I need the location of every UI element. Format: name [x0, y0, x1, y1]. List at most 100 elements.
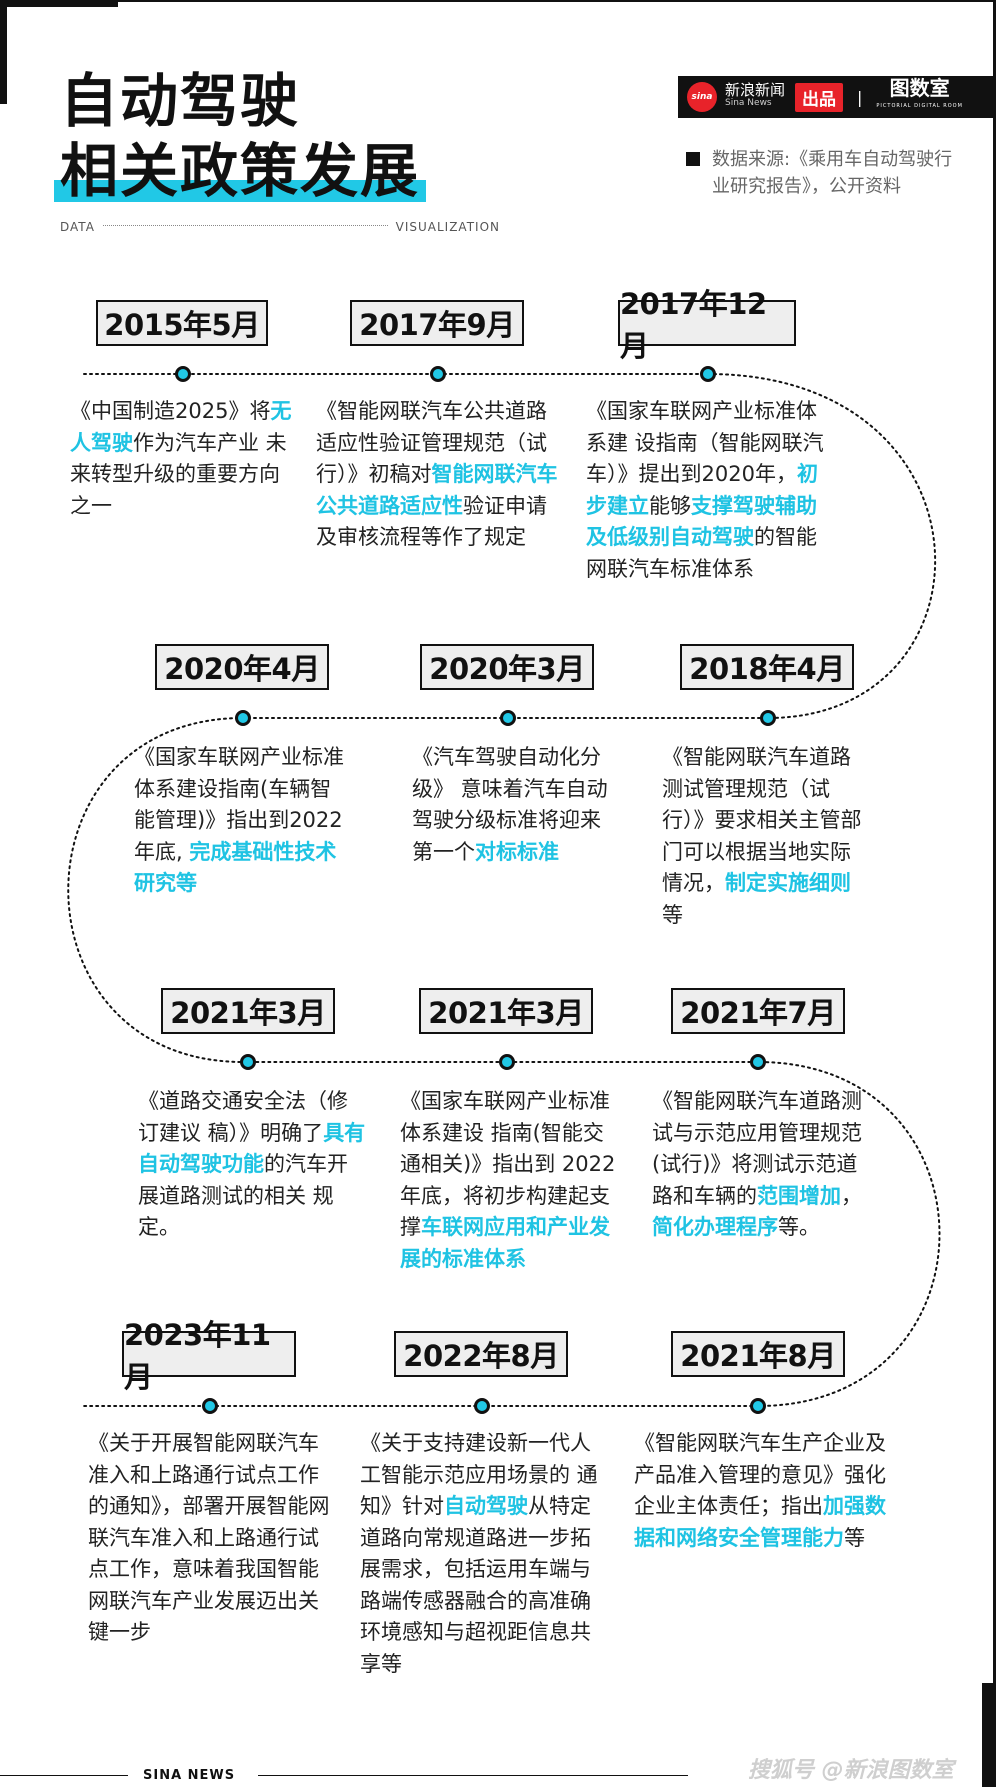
event-description: 《关于开展智能网联汽车准入和上路通行试点工作的通知》，部署开展智能网联汽车准入和…: [88, 1428, 338, 1649]
brand-name-cn: 新浪新闻: [725, 81, 786, 99]
event-text: 《国家车联网产业标准体系建设指南(车辆智能管理)》指出到2022年底,: [134, 745, 344, 864]
event-text: 作为汽车产业 未来转型升级的重要方向之一: [70, 430, 287, 518]
event-date: 2023年11月: [122, 1318, 296, 1394]
event-description: 《汽车驾驶自动化分级》 意味着汽车自动驾驶分级标准将迎来第一个对标标准: [412, 742, 612, 868]
event-description: 《关于支持建设新一代人工智能示范应用场景的 通知》针对自动驾驶从特定道路向常规道…: [360, 1428, 610, 1680]
event-description: 《道路交通安全法（修订建议 稿）》明确了具有自动驾驶功能的汽车开展道路测试的相关…: [138, 1086, 368, 1244]
event-date: 2017年9月: [350, 300, 524, 346]
footer-brand: SINA NEWS: [143, 1768, 236, 1783]
timeline-node: [760, 710, 776, 726]
event-text: 《关于开展智能网联汽车准入和上路通行试点工作的通知》，部署开展智能网联汽车准入和…: [88, 1431, 330, 1644]
highlight-text: 对标标准: [475, 839, 559, 864]
highlight-text: 支撑驾驶辅助及低级别自动驾驶: [586, 493, 817, 550]
highlight-text: 范围增加: [757, 1183, 841, 1208]
highlight-text: 自动驾驶: [444, 1494, 528, 1518]
highlight-text: 制定实施细则: [725, 871, 851, 895]
event-text: 验证申请及审核流程等作了规定: [316, 493, 547, 550]
event-description: 《智能网联汽车道路测试与示范应用管理规范(试行)》将测试示范道路和车辆的范围增加…: [652, 1086, 867, 1244]
frame-top-line: [0, 0, 996, 2]
highlight-text: 加强数据和网络安全管理能力: [634, 1494, 886, 1550]
event-text: 的汽车开展道路测试的相关 规定。: [138, 1152, 348, 1239]
event-text: 等。: [778, 1215, 820, 1239]
timeline-node: [235, 710, 251, 726]
event-text: 《关于支持建设新一代人工智能示范应用场景的 通知》针对: [360, 1431, 598, 1518]
dv-left-label: DATA: [60, 220, 95, 234]
event-text: 能够: [649, 493, 691, 518]
highlight-text: 无人驾驶: [70, 399, 292, 455]
highlight-text: 简化办理程序: [652, 1215, 778, 1239]
dv-dotted-line: [102, 224, 388, 226]
frame-left-bar: [0, 0, 7, 104]
title-line-2: 相关政策发展: [53, 137, 427, 205]
timeline-node: [700, 366, 716, 382]
event-text: 的智能网联汽车标准体系: [586, 525, 817, 581]
timeline-node: [750, 1054, 766, 1070]
highlight-text: 车联网应用和产业发展的标准体系: [400, 1215, 610, 1271]
event-date: 2020年4月: [155, 644, 329, 690]
highlight-text: 具有自动驾驶功能: [138, 1120, 366, 1177]
event-text: ，: [841, 1183, 862, 1208]
lab-logo: 图数室 PICTORIAL DIGITAL ROOM: [876, 76, 963, 115]
frame-corner: [0, 0, 118, 7]
event-date: 2017年12月: [618, 287, 796, 363]
timeline-node: [202, 1398, 218, 1414]
lab-logo-sub: PICTORIAL DIGITAL ROOM: [876, 103, 963, 109]
event-date: 2021年8月: [671, 1331, 845, 1377]
event-text: 《智能网联汽车公共道路适应性验证管理规范（试行）》初稿对: [316, 399, 547, 486]
timeline-node: [430, 366, 446, 382]
highlight-text: 智能网联汽车公共道路适应性: [316, 462, 558, 518]
footer-rule-right: [258, 1775, 688, 1776]
event-text: 等: [662, 902, 683, 927]
brand-banner: sina 新浪新闻 Sina News 出品 | 图数室 PICTORIAL D…: [678, 76, 994, 118]
event-text: 《道路交通安全法（修订建议 稿）》明确了: [138, 1089, 348, 1145]
event-date: 2020年3月: [420, 644, 594, 690]
event-date: 2021年3月: [419, 988, 593, 1034]
event-text: 《智能网联汽车道路测试管理规范（试行）》要求相关主管部门可以根据当地实际情况，: [662, 745, 862, 895]
event-date: 2021年3月: [161, 988, 335, 1034]
brand-name-en: Sina News: [725, 98, 772, 108]
event-date: 2018年4月: [680, 644, 854, 690]
dv-right-label: VISUALIZATION: [395, 220, 500, 234]
frame-corner-bottom: [982, 1683, 996, 1787]
highlight-text: 初步建立: [586, 462, 818, 518]
source-note: 数据来源:《乘用车自动驾驶行业研究报告》，公开资料: [712, 149, 953, 197]
event-date: 2015年5月: [96, 300, 268, 346]
event-text: 《中国制造2025》将: [70, 399, 271, 423]
timeline-node: [474, 1398, 490, 1414]
event-description: 《智能网联汽车道路测试管理规范（试行）》要求相关主管部门可以根据当地实际情况，制…: [662, 742, 862, 931]
title-line-1: 自动驾驶: [60, 67, 301, 135]
brand-badge: 出品: [795, 82, 844, 112]
event-text: 《国家车联网产业标准体系建设 指南(智能交通相关)》指出到 2022年底，将初步…: [400, 1089, 616, 1239]
event-date: 2021年7月: [671, 988, 845, 1034]
lab-logo-text: 图数室: [889, 76, 950, 100]
footer-rule: [0, 1775, 128, 1776]
event-description: 《中国制造2025》将无人驾驶作为汽车产业 未来转型升级的重要方向之一: [70, 396, 300, 522]
timeline-node: [240, 1054, 256, 1070]
event-date: 2022年8月: [394, 1331, 568, 1377]
timeline-node: [175, 366, 191, 382]
timeline-node: [499, 1054, 515, 1070]
event-text: 《智能网联汽车道路测试与示范应用管理规范(试行)》将测试示范道路和车辆的: [652, 1089, 862, 1208]
highlight-text: 完成基础性技术研究等: [134, 839, 337, 896]
source-square-icon: [686, 152, 700, 166]
event-text: 《汽车驾驶自动化分级》 意味着汽车自动驾驶分级标准将迎来第一个: [412, 745, 608, 864]
event-description: 《国家车联网产业标准体系建设 指南(智能交通相关)》指出到 2022年底，将初步…: [400, 1086, 620, 1275]
data-visualization-bar: DATA VISUALIZATION: [60, 219, 500, 235]
event-text: 从特定道路向常规道路进一步拓展需求，包括运用车端与路端传感器融合的高准确环境感知…: [360, 1494, 591, 1676]
page-title: 自动驾驶 相关政策发展: [53, 66, 427, 206]
frame-right-bar: [993, 0, 996, 1787]
timeline-node: [500, 710, 516, 726]
event-description: 《智能网联汽车公共道路适应性验证管理规范（试行）》初稿对智能网联汽车公共道路适应…: [316, 396, 561, 554]
brand-separator: |: [857, 87, 863, 107]
watermark: 搜狐号 @新浪图数室: [748, 1758, 954, 1783]
sina-logo-icon: sina: [687, 82, 717, 112]
event-description: 《国家车联网产业标准体系建设指南(车辆智能管理)》指出到2022年底, 完成基础…: [134, 742, 352, 900]
event-text: 等: [844, 1525, 865, 1550]
event-description: 《国家车联网产业标准体系建 设指南（智能网联汽车）》提出到2020年，初步建立能…: [586, 396, 831, 585]
event-description: 《智能网联汽车生产企业及 产品准入管理的意见》强化企业主体责任；指出加强数据和网…: [634, 1428, 894, 1554]
event-text: 《国家车联网产业标准体系建 设指南（智能网联汽车）》提出到2020年，: [586, 399, 824, 486]
event-text: 《智能网联汽车生产企业及 产品准入管理的意见》强化企业主体责任；指出: [634, 1431, 886, 1518]
timeline-node: [750, 1398, 766, 1414]
brand-name: 新浪新闻 Sina News: [725, 81, 786, 110]
